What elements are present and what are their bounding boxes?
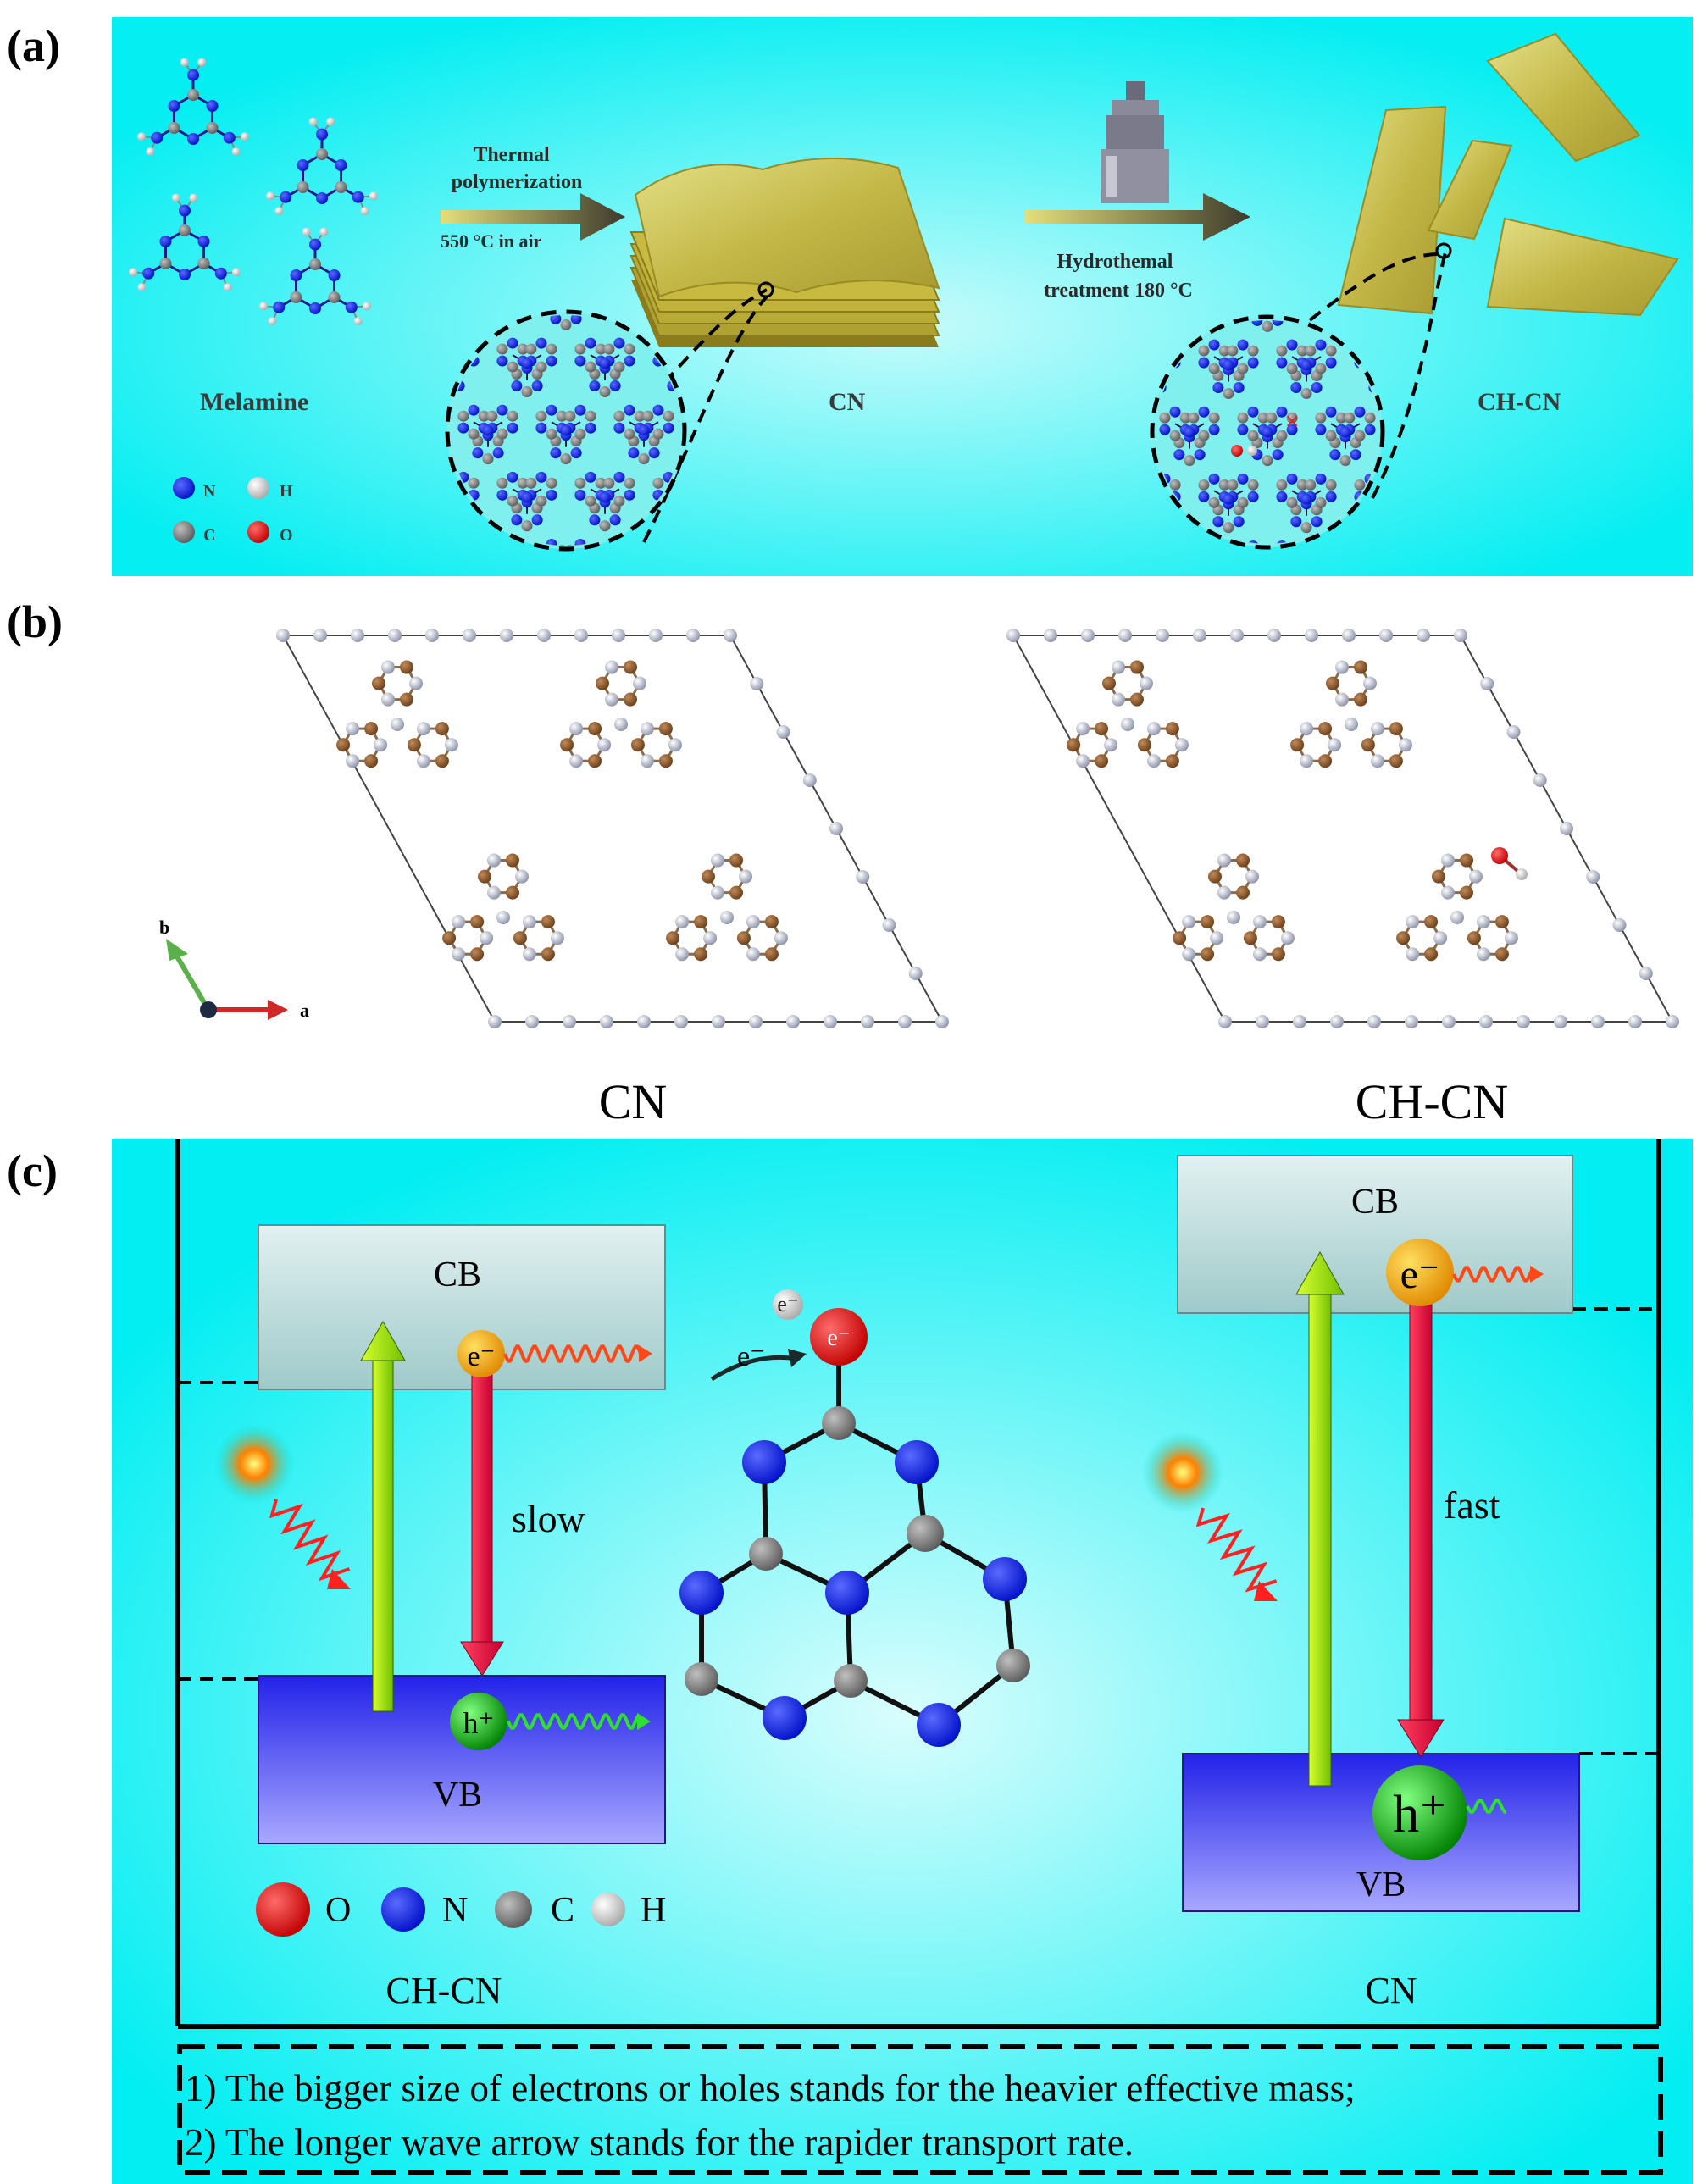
- cn-cb-label: CB: [1351, 1183, 1399, 1222]
- cn-electron-label: e⁻: [1400, 1252, 1440, 1297]
- legend-c-label: C: [203, 526, 215, 545]
- melamine-molecule: [259, 227, 371, 326]
- axis-b-label: b: [159, 917, 169, 938]
- legend-c-c-ball: [495, 1891, 532, 1928]
- hydrothermal-arrow: Hydrothemal treatment 180 °C: [1025, 193, 1250, 302]
- legend-c-h-label: H: [640, 1891, 666, 1930]
- c-atom: [749, 1537, 783, 1571]
- atom-legend-a: N H C O: [173, 477, 293, 545]
- n-atom: [762, 1696, 807, 1740]
- c-atom: [834, 1664, 868, 1698]
- melamine-molecule: [266, 117, 378, 216]
- panel-a: (a) Melamine N H C O Thermal polymerizat…: [7, 17, 1693, 576]
- heptazine-molecule: e⁻ e⁻ e⁻: [679, 1289, 1030, 1747]
- cn-caption-b: CN: [599, 1074, 668, 1129]
- axis-a-label: a: [300, 1000, 309, 1021]
- notes-box: [177, 2044, 1663, 2175]
- c-atom: [822, 1406, 856, 1440]
- cn-stacked-sheets: [629, 157, 940, 347]
- thermal-label-2: polymerization: [452, 171, 583, 193]
- legend-c-ball: [173, 521, 195, 543]
- n-atom: [742, 1440, 786, 1484]
- melamine-molecules: [129, 58, 378, 326]
- axis-triad: b a: [159, 917, 309, 1021]
- chcn-electron-label: e⁻: [467, 1341, 495, 1372]
- legend-n-label: N: [203, 482, 216, 501]
- legend-c-o-label: O: [325, 1891, 351, 1930]
- chcn-rate-label: slow: [512, 1497, 586, 1540]
- atom-legend-c: O N C H: [256, 1882, 666, 1937]
- chcn-hole-label: h⁺: [463, 1706, 494, 1740]
- panel-b-label: (b): [7, 596, 63, 647]
- cn-caption-c: CN: [1365, 1970, 1417, 2011]
- n-atom: [983, 1557, 1027, 1601]
- panel-c-label: (c): [7, 1145, 58, 1196]
- n-atom: [895, 1440, 939, 1484]
- cn-rate-label: fast: [1444, 1483, 1500, 1527]
- c-atom: [907, 1515, 944, 1552]
- legend-h-label: H: [280, 482, 293, 501]
- o-electron-label: e⁻: [827, 1325, 850, 1351]
- panel-c: (c) CB VB slow e⁻: [7, 1139, 1693, 2184]
- melamine-molecule: [137, 58, 249, 157]
- legend-o-ball: [247, 521, 269, 543]
- cn-band-diagram: CB VB fast e⁻ h⁺: [1142, 1155, 1580, 1912]
- chcn-lattice-structure: [1006, 629, 1679, 1028]
- n-atom: [917, 1703, 961, 1747]
- cn-label-a: CN: [829, 388, 866, 416]
- legend-c-h-ball: [591, 1893, 625, 1926]
- cn-hole: [1372, 1765, 1467, 1860]
- melamine-molecule: [129, 193, 241, 292]
- h-atom: [773, 1289, 803, 1320]
- o-atom: [810, 1308, 868, 1366]
- chcn-sheet-fragments: [1337, 32, 1679, 317]
- chcn-caption-b: CH-CN: [1356, 1074, 1508, 1129]
- note-1: 1) The bigger size of electrons or holes…: [185, 2067, 1356, 2109]
- legend-c-c-label: C: [551, 1891, 574, 1930]
- cn-hole-label: h⁺: [1393, 1786, 1447, 1843]
- chcn-caption-c: CH-CN: [386, 1970, 502, 2011]
- cn-cb-box: [1177, 1155, 1573, 1314]
- chcn-cb-label: CB: [434, 1256, 481, 1294]
- cn-electron: [1386, 1239, 1454, 1306]
- legend-c-o-ball: [256, 1882, 310, 1937]
- hydro-label-2: treatment 180 °C: [1044, 280, 1193, 302]
- legend-n-ball: [173, 477, 195, 499]
- note-2: 2) The longer wave arrow stands for the …: [185, 2121, 1134, 2164]
- hydrothermal-arrow-shape: [1025, 193, 1250, 241]
- chcn-band-diagram: CB VB slow e⁻ h⁺: [214, 1224, 666, 1844]
- panel-a-label: (a): [7, 20, 60, 71]
- legend-o-label: O: [280, 526, 293, 545]
- thermal-label-1: Thermal: [474, 144, 550, 166]
- c-atom: [685, 1662, 718, 1696]
- thermal-arrow: Thermal polymerization 550 °C in air: [441, 144, 625, 252]
- legend-c-n-ball: [381, 1887, 425, 1932]
- cn-vb-label: VB: [1356, 1865, 1406, 1904]
- thermal-arrow-shape: [441, 193, 625, 241]
- n-atom: [825, 1571, 869, 1615]
- e-arrow-label: e⁻: [737, 1341, 765, 1372]
- chcn-vb-label: VB: [433, 1776, 482, 1815]
- chcn-electron: [458, 1330, 505, 1377]
- c-atom: [996, 1649, 1030, 1682]
- cn-lattice-structure: [276, 629, 949, 1028]
- legend-h-ball: [247, 477, 269, 499]
- chcn-hole: [450, 1693, 507, 1750]
- panel-b: (b) CN CH-CN b a: [7, 596, 1679, 1129]
- legend-c-n-label: N: [442, 1891, 468, 1930]
- n-atom: [679, 1571, 724, 1615]
- chcn-label-a: CH-CN: [1478, 388, 1561, 416]
- melamine-label: Melamine: [200, 388, 308, 416]
- hydro-label-1: Hydrothemal: [1057, 251, 1173, 273]
- svg-text:×: ×: [1284, 411, 1300, 432]
- h-electron-label: e⁻: [777, 1292, 798, 1316]
- thermal-label-3: 550 °C in air: [441, 230, 542, 252]
- autoclave-icon: [1101, 81, 1169, 203]
